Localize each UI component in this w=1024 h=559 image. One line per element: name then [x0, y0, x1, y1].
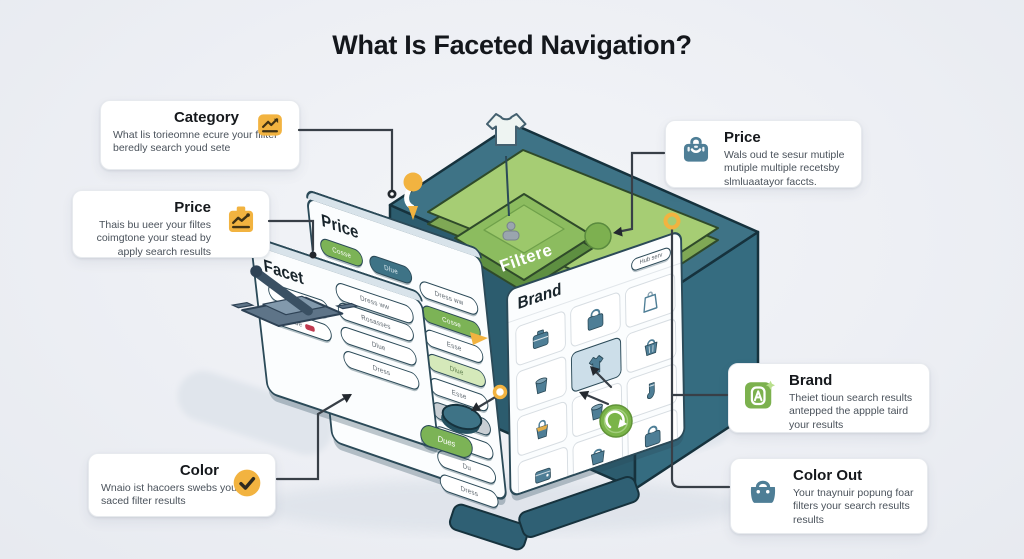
callout-price-left: Price Thais bu ueer your filtes coimgton…: [72, 190, 270, 258]
filter-pill-label: Dress: [460, 484, 479, 499]
product-icon: [639, 329, 663, 363]
callout-body: Thais bu ueer your filtes coimgtone your…: [96, 218, 211, 258]
shirt-pin-icon: [486, 113, 527, 217]
callout-title: Category: [173, 109, 239, 126]
filter-pill-label: Dlue: [371, 340, 387, 353]
brand-tag-icon: [741, 377, 779, 413]
filter-pill-label: Dlue: [383, 263, 399, 276]
callout-color-out: Color Out Your tnaynuir popung foar filt…: [730, 458, 928, 534]
filter-pill-label: Cosse: [331, 245, 352, 260]
filter-pill-label: Dlue: [449, 364, 464, 377]
product-icon: [640, 374, 664, 408]
product-icon: [584, 347, 608, 381]
callout-title: Color Out: [793, 467, 863, 484]
callout-title: Color: [179, 462, 219, 479]
page-title: What Is Faceted Navigation?: [332, 30, 692, 60]
callout-body: Your tnaynuir popung foar filters your s…: [793, 486, 914, 526]
callout-title: Price: [724, 129, 761, 146]
yellow-pin-icon: [403, 172, 423, 220]
filter-pill-label: Dress ww: [434, 289, 464, 307]
filter-pill-label: Dress: [289, 293, 308, 308]
callout-brand: Brand Theiet tioun search results antepp…: [728, 363, 930, 433]
suitcase-icon: [678, 134, 714, 168]
check-circle-icon: [231, 467, 263, 499]
product-icon: [585, 393, 609, 427]
filter-pill-label: Dlue: [287, 316, 303, 329]
red-badge: [304, 323, 315, 332]
price-tag-icon: [223, 203, 259, 237]
callout-body: Wnaio ist hacoers swebs your saced filte…: [101, 481, 241, 508]
callout-body: What lis torieomne ecure your fillter be…: [113, 128, 278, 155]
product-icon: [583, 302, 607, 336]
callout-title: Brand: [789, 372, 833, 389]
callout-title: Price: [174, 199, 211, 216]
callout-category: Category What lis torieomne ecure your f…: [100, 100, 300, 170]
callout-body: Wals oud te sesur mutiple mutiple multip…: [724, 148, 845, 188]
callout-color: Color Wnaio ist hacoers swebs your saced…: [88, 453, 276, 517]
callout-price-right: Price Wals oud te sesur mutiple mutiple …: [665, 120, 862, 188]
category-chart-icon: [251, 110, 289, 140]
filter-pill-label: Esse: [446, 340, 462, 353]
green-dot: [584, 222, 612, 250]
product-icon: [529, 366, 553, 400]
product-icon: [638, 283, 662, 317]
product-icon: [529, 321, 553, 355]
filter-pill-label: Dress: [372, 363, 391, 378]
handbag-icon: [743, 472, 783, 510]
filter-pill-label: Cosse: [441, 315, 462, 330]
tiny-item-icon: [502, 221, 520, 241]
filter-pill-label: Du: [462, 461, 472, 473]
product-icon: [530, 412, 554, 446]
filter-pill-label: Esse: [451, 388, 468, 402]
callout-body: Theiet tioun search results antepped the…: [789, 391, 913, 431]
